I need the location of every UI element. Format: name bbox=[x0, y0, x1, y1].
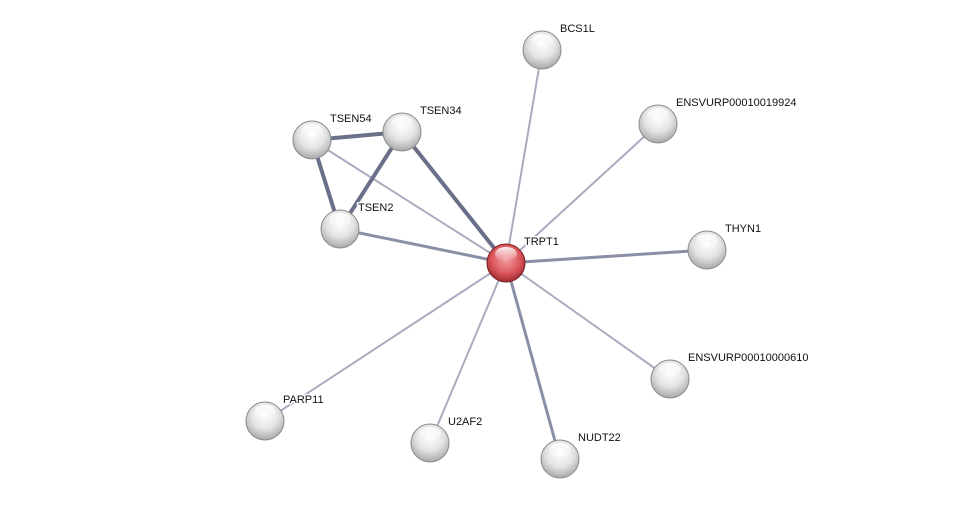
node-highlight bbox=[647, 108, 669, 122]
node-label: TSEN54 bbox=[330, 113, 372, 125]
node-label: NUDT22 bbox=[578, 432, 621, 444]
edge-trpt1-thyn1[interactable] bbox=[505, 248, 708, 265]
node-highlight bbox=[696, 234, 718, 248]
edge-trpt1-tsen34[interactable] bbox=[400, 130, 508, 265]
node-highlight bbox=[659, 363, 681, 377]
edge-trpt1-bcs1l[interactable] bbox=[505, 49, 543, 264]
node-highlight bbox=[531, 34, 553, 48]
node-ensvurp00010000610[interactable]: ENSVURP00010000610 bbox=[650, 351, 810, 399]
node-u2af2[interactable]: U2AF2 bbox=[410, 415, 484, 463]
node-bcs1l[interactable]: BCS1L bbox=[522, 22, 596, 70]
edge-trpt1-u2af2[interactable] bbox=[429, 262, 507, 444]
node-label: PARP11 bbox=[283, 394, 324, 406]
node-tsen2[interactable]: TSEN2 bbox=[320, 201, 395, 249]
node-highlight bbox=[329, 213, 351, 227]
edge-trpt1-ensvurp00010019924[interactable] bbox=[505, 123, 659, 264]
node-highlight bbox=[419, 427, 441, 441]
node-highlight bbox=[391, 116, 413, 130]
node-label: ENSVURP00010019924 bbox=[676, 97, 796, 109]
node-highlight bbox=[301, 124, 323, 138]
node-tsen34[interactable]: TSEN34 bbox=[382, 104, 463, 152]
node-highlight bbox=[495, 247, 517, 261]
node-ensvurp00010019924[interactable]: ENSVURP00010019924 bbox=[638, 96, 798, 144]
edge-trpt1-tsen2[interactable] bbox=[339, 227, 507, 265]
edge-trpt1-tsen54[interactable] bbox=[311, 139, 507, 264]
node-trpt1[interactable]: TRPT1 bbox=[486, 235, 560, 283]
edge-trpt1-nudt22[interactable] bbox=[504, 262, 562, 460]
node-highlight bbox=[254, 405, 276, 419]
node-parp11[interactable]: PARP11 bbox=[245, 393, 325, 441]
node-label: TSEN2 bbox=[358, 202, 393, 214]
node-label: TRPT1 bbox=[524, 236, 559, 248]
node-label: THYN1 bbox=[725, 223, 761, 235]
edge-trpt1-ensvurp00010000610[interactable] bbox=[505, 262, 671, 380]
node-highlight bbox=[549, 443, 571, 457]
node-label: TSEN34 bbox=[420, 105, 462, 117]
node-tsen54[interactable]: TSEN54 bbox=[292, 112, 373, 160]
node-label: ENSVURP00010000610 bbox=[688, 352, 808, 364]
edge-trpt1-parp11[interactable] bbox=[264, 262, 507, 422]
node-label: U2AF2 bbox=[448, 416, 482, 428]
node-nudt22[interactable]: NUDT22 bbox=[540, 431, 622, 479]
node-thyn1[interactable]: THYN1 bbox=[687, 222, 763, 270]
node-label: BCS1L bbox=[560, 23, 595, 35]
